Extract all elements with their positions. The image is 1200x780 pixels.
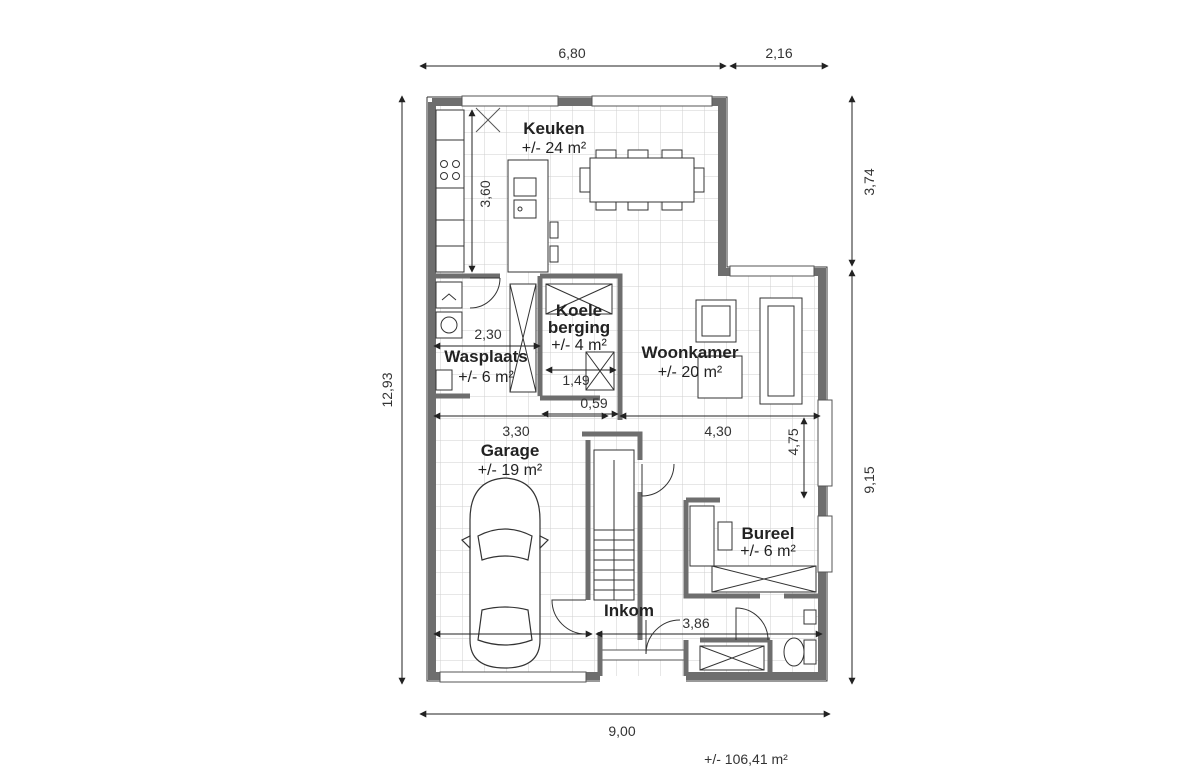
dim-right-lower: 9,15 [861, 466, 877, 493]
dim-right-upper: 3,74 [861, 168, 877, 195]
car-icon [460, 477, 550, 669]
dim-left-total: 12,93 [379, 372, 395, 407]
interior-walls [432, 273, 822, 676]
living-furniture [695, 297, 803, 405]
staircase [593, 449, 635, 601]
room-inkom-name: Inkom [604, 601, 654, 620]
dim-woonkamer-width: 4,30 [704, 423, 731, 439]
toilet [699, 609, 817, 671]
room-bureel-area: +/- 6 m² [740, 543, 796, 560]
dim-wasplaats-width: 2,30 [474, 326, 501, 342]
room-berging-name: Koele [556, 301, 602, 320]
dim-woonkamer-depth: 4,75 [785, 428, 801, 455]
kitchen-island [507, 159, 559, 273]
room-keuken-name: Keuken [523, 119, 584, 138]
dimension-lines [398, 62, 856, 718]
room-woonkamer-name: Woonkamer [642, 343, 739, 362]
laundry-appliances [435, 281, 463, 391]
dim-top-right: 2,16 [765, 45, 792, 61]
windows [439, 95, 833, 683]
room-garage-name: Garage [481, 441, 540, 460]
room-garage-area: +/- 19 m² [478, 462, 543, 479]
total-area: +/- 106,41 m² [704, 751, 788, 767]
dim-inkom-width: 3,86 [682, 615, 709, 631]
room-bureel-name: Bureel [742, 524, 795, 543]
room-berging-area: +/- 4 m² [551, 337, 607, 354]
kitchen-counter [435, 109, 465, 273]
room-woonkamer-area: +/- 20 m² [658, 364, 723, 381]
dim-gap: 0,59 [580, 395, 607, 411]
room-wasplaats-area: +/- 6 m² [458, 369, 514, 386]
room-berging-name-2: berging [548, 318, 610, 337]
room-wasplaats-name: Wasplaats [444, 347, 527, 366]
room-keuken-area: +/- 24 m² [522, 140, 587, 157]
dim-keuken-depth: 3,60 [477, 180, 493, 207]
office-furniture [689, 505, 817, 593]
dim-berging-width: 1,49 [562, 372, 589, 388]
dim-bottom-total: 9,00 [608, 723, 635, 739]
dim-garage-width: 3,30 [502, 423, 529, 439]
dim-top-left: 6,80 [558, 45, 585, 61]
dining-table [579, 149, 705, 211]
wasplaats-door [469, 277, 501, 309]
kitchen-door [475, 107, 501, 133]
